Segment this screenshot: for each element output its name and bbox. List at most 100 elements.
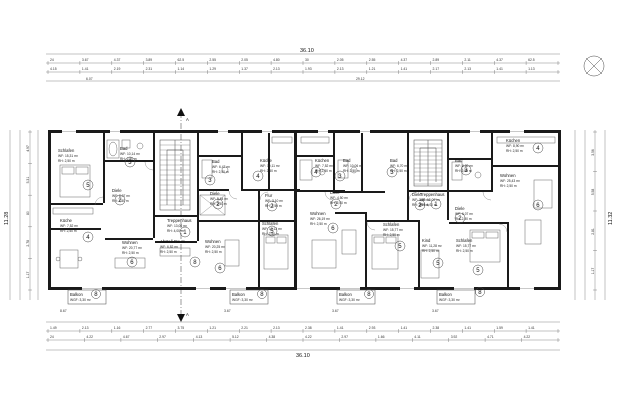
room-name: Schlafen bbox=[262, 221, 279, 226]
room-number-badge bbox=[189, 256, 201, 268]
bot-dim2-label-0: 24 bbox=[50, 335, 54, 339]
right-dim-label-1: 5.58 bbox=[591, 189, 595, 196]
bottom-overall-dimension: 36.10 bbox=[296, 353, 310, 359]
room-number-badge bbox=[394, 240, 406, 252]
room-area: WF: 6,07 m² bbox=[112, 194, 131, 198]
right-dim-label-0: 3.56 bbox=[591, 149, 595, 156]
room-area: WF: 20,25 m² bbox=[205, 245, 226, 249]
balcony-number: 8 bbox=[94, 292, 98, 298]
room-number-badge bbox=[266, 200, 278, 212]
room-name: Schlafen bbox=[383, 222, 400, 227]
bot-dim2-label-11: 3.92 bbox=[451, 335, 458, 339]
room-number: 2 bbox=[270, 204, 274, 210]
room-height: RH: 2,50 m bbox=[330, 201, 347, 205]
bot-dim-label-0: 1.49 bbox=[50, 326, 57, 330]
top-overall-dimension: 36.10 bbox=[300, 48, 314, 54]
room-name: Wohnen bbox=[122, 240, 138, 245]
top-row3-left: 6.07 bbox=[86, 77, 93, 81]
room-height: RH: 2,50 m bbox=[455, 169, 472, 173]
top-dim-label-1: 3.67 bbox=[82, 58, 89, 62]
room-number: 2 bbox=[418, 203, 422, 209]
right-dimension-chains: 11.32 3.565.582.811.17 bbox=[574, 130, 614, 300]
room-area: WF: 7,52 m² bbox=[315, 164, 334, 168]
top-dim2-label-7: 2.13 bbox=[273, 67, 280, 71]
room-height: RH: 2,50 m bbox=[315, 169, 332, 173]
bot-dim-label-4: 3.75 bbox=[178, 326, 185, 330]
right-dim-label-2: 2.81 bbox=[591, 228, 595, 235]
room-number: 3 bbox=[128, 160, 132, 166]
room-height: RH: 4,00 m bbox=[167, 229, 184, 233]
top-dim2-label-1: 1.41 bbox=[82, 67, 89, 71]
top-dim2-label-15: 1.13 bbox=[528, 67, 535, 71]
room-height: RH: 2,50 m bbox=[383, 233, 400, 237]
room-name: Wohnen bbox=[500, 173, 516, 178]
room-number-badge bbox=[204, 174, 216, 186]
balcony-dim-2: 3.67 bbox=[332, 309, 339, 313]
bot-dim2-label-6: 4.38 bbox=[269, 335, 276, 339]
room-area: WF: 6,70 m² bbox=[390, 164, 409, 168]
room-number: 1 bbox=[183, 230, 187, 236]
left-dim-label-4: 1.17 bbox=[26, 271, 30, 278]
top-dim2-label-8: 1.93 bbox=[305, 67, 312, 71]
room-height: RH: 2,50 m bbox=[122, 251, 139, 255]
balcony-area: WGF: 3,30 m² bbox=[439, 298, 461, 302]
room-number-badge bbox=[327, 222, 339, 234]
room-name: Kind bbox=[422, 238, 431, 243]
bot-dim2-label-1: 4.22 bbox=[86, 335, 93, 339]
bot-dim-label-6: 2.21 bbox=[241, 326, 248, 330]
room-area: WF: 13,12 m² bbox=[262, 227, 283, 231]
room-height: RH: 2,50 m bbox=[58, 159, 75, 163]
room-name: Diele bbox=[112, 188, 122, 193]
balcony-name: Balkon bbox=[70, 292, 83, 297]
bot-dim2-label-3: 2.97 bbox=[159, 335, 166, 339]
bot-dim2-label-2: 4.67 bbox=[123, 335, 130, 339]
room-name: Abstell-Raum bbox=[160, 239, 186, 244]
left-dim-label-3: 2.78 bbox=[26, 240, 30, 247]
room-number: 3 bbox=[464, 168, 468, 174]
top-dim-label-12: 2.89 bbox=[433, 58, 440, 62]
room-name: Schlafen bbox=[456, 238, 473, 243]
room-number-badge bbox=[179, 226, 191, 238]
room-number-badge bbox=[214, 262, 226, 274]
room-height: RH: 2,50 m bbox=[343, 169, 360, 173]
balcony-area: WGF: 3,30 m² bbox=[232, 298, 254, 302]
room-height: RH: 2,50 m bbox=[390, 169, 407, 173]
left-total-dimension: 11.28 bbox=[4, 212, 10, 225]
bot-dim2-label-13: 4.22 bbox=[524, 335, 531, 339]
room-number-badge bbox=[114, 194, 126, 206]
room-number: 4 bbox=[256, 174, 260, 180]
room-name: Flur bbox=[265, 193, 273, 198]
room-number: 8 bbox=[193, 260, 197, 266]
room-number-badge bbox=[124, 156, 136, 168]
room-area: WF: 8,90 m² bbox=[506, 144, 525, 148]
room-number: 2 bbox=[334, 202, 338, 208]
bot-dim-label-15: 1.41 bbox=[528, 326, 535, 330]
room-number-badge bbox=[252, 170, 264, 182]
bot-dim2-label-5: 5.12 bbox=[232, 335, 239, 339]
top-dim-label-11: 4.37 bbox=[401, 58, 408, 62]
balcony-name: Balkon bbox=[232, 292, 245, 297]
section-mark-top: A bbox=[186, 117, 189, 122]
bot-dim-label-9: 1.41 bbox=[337, 326, 344, 330]
room-area: WF: 25,43 m² bbox=[500, 179, 521, 183]
bot-dim-label-10: 2.93 bbox=[369, 326, 376, 330]
top-dim-label-9: 2.05 bbox=[337, 58, 344, 62]
top-dim-label-8: 30 bbox=[305, 58, 309, 62]
bot-dim-label-11: 1.41 bbox=[401, 326, 408, 330]
room-height: RH: 2,50 m bbox=[500, 184, 517, 188]
